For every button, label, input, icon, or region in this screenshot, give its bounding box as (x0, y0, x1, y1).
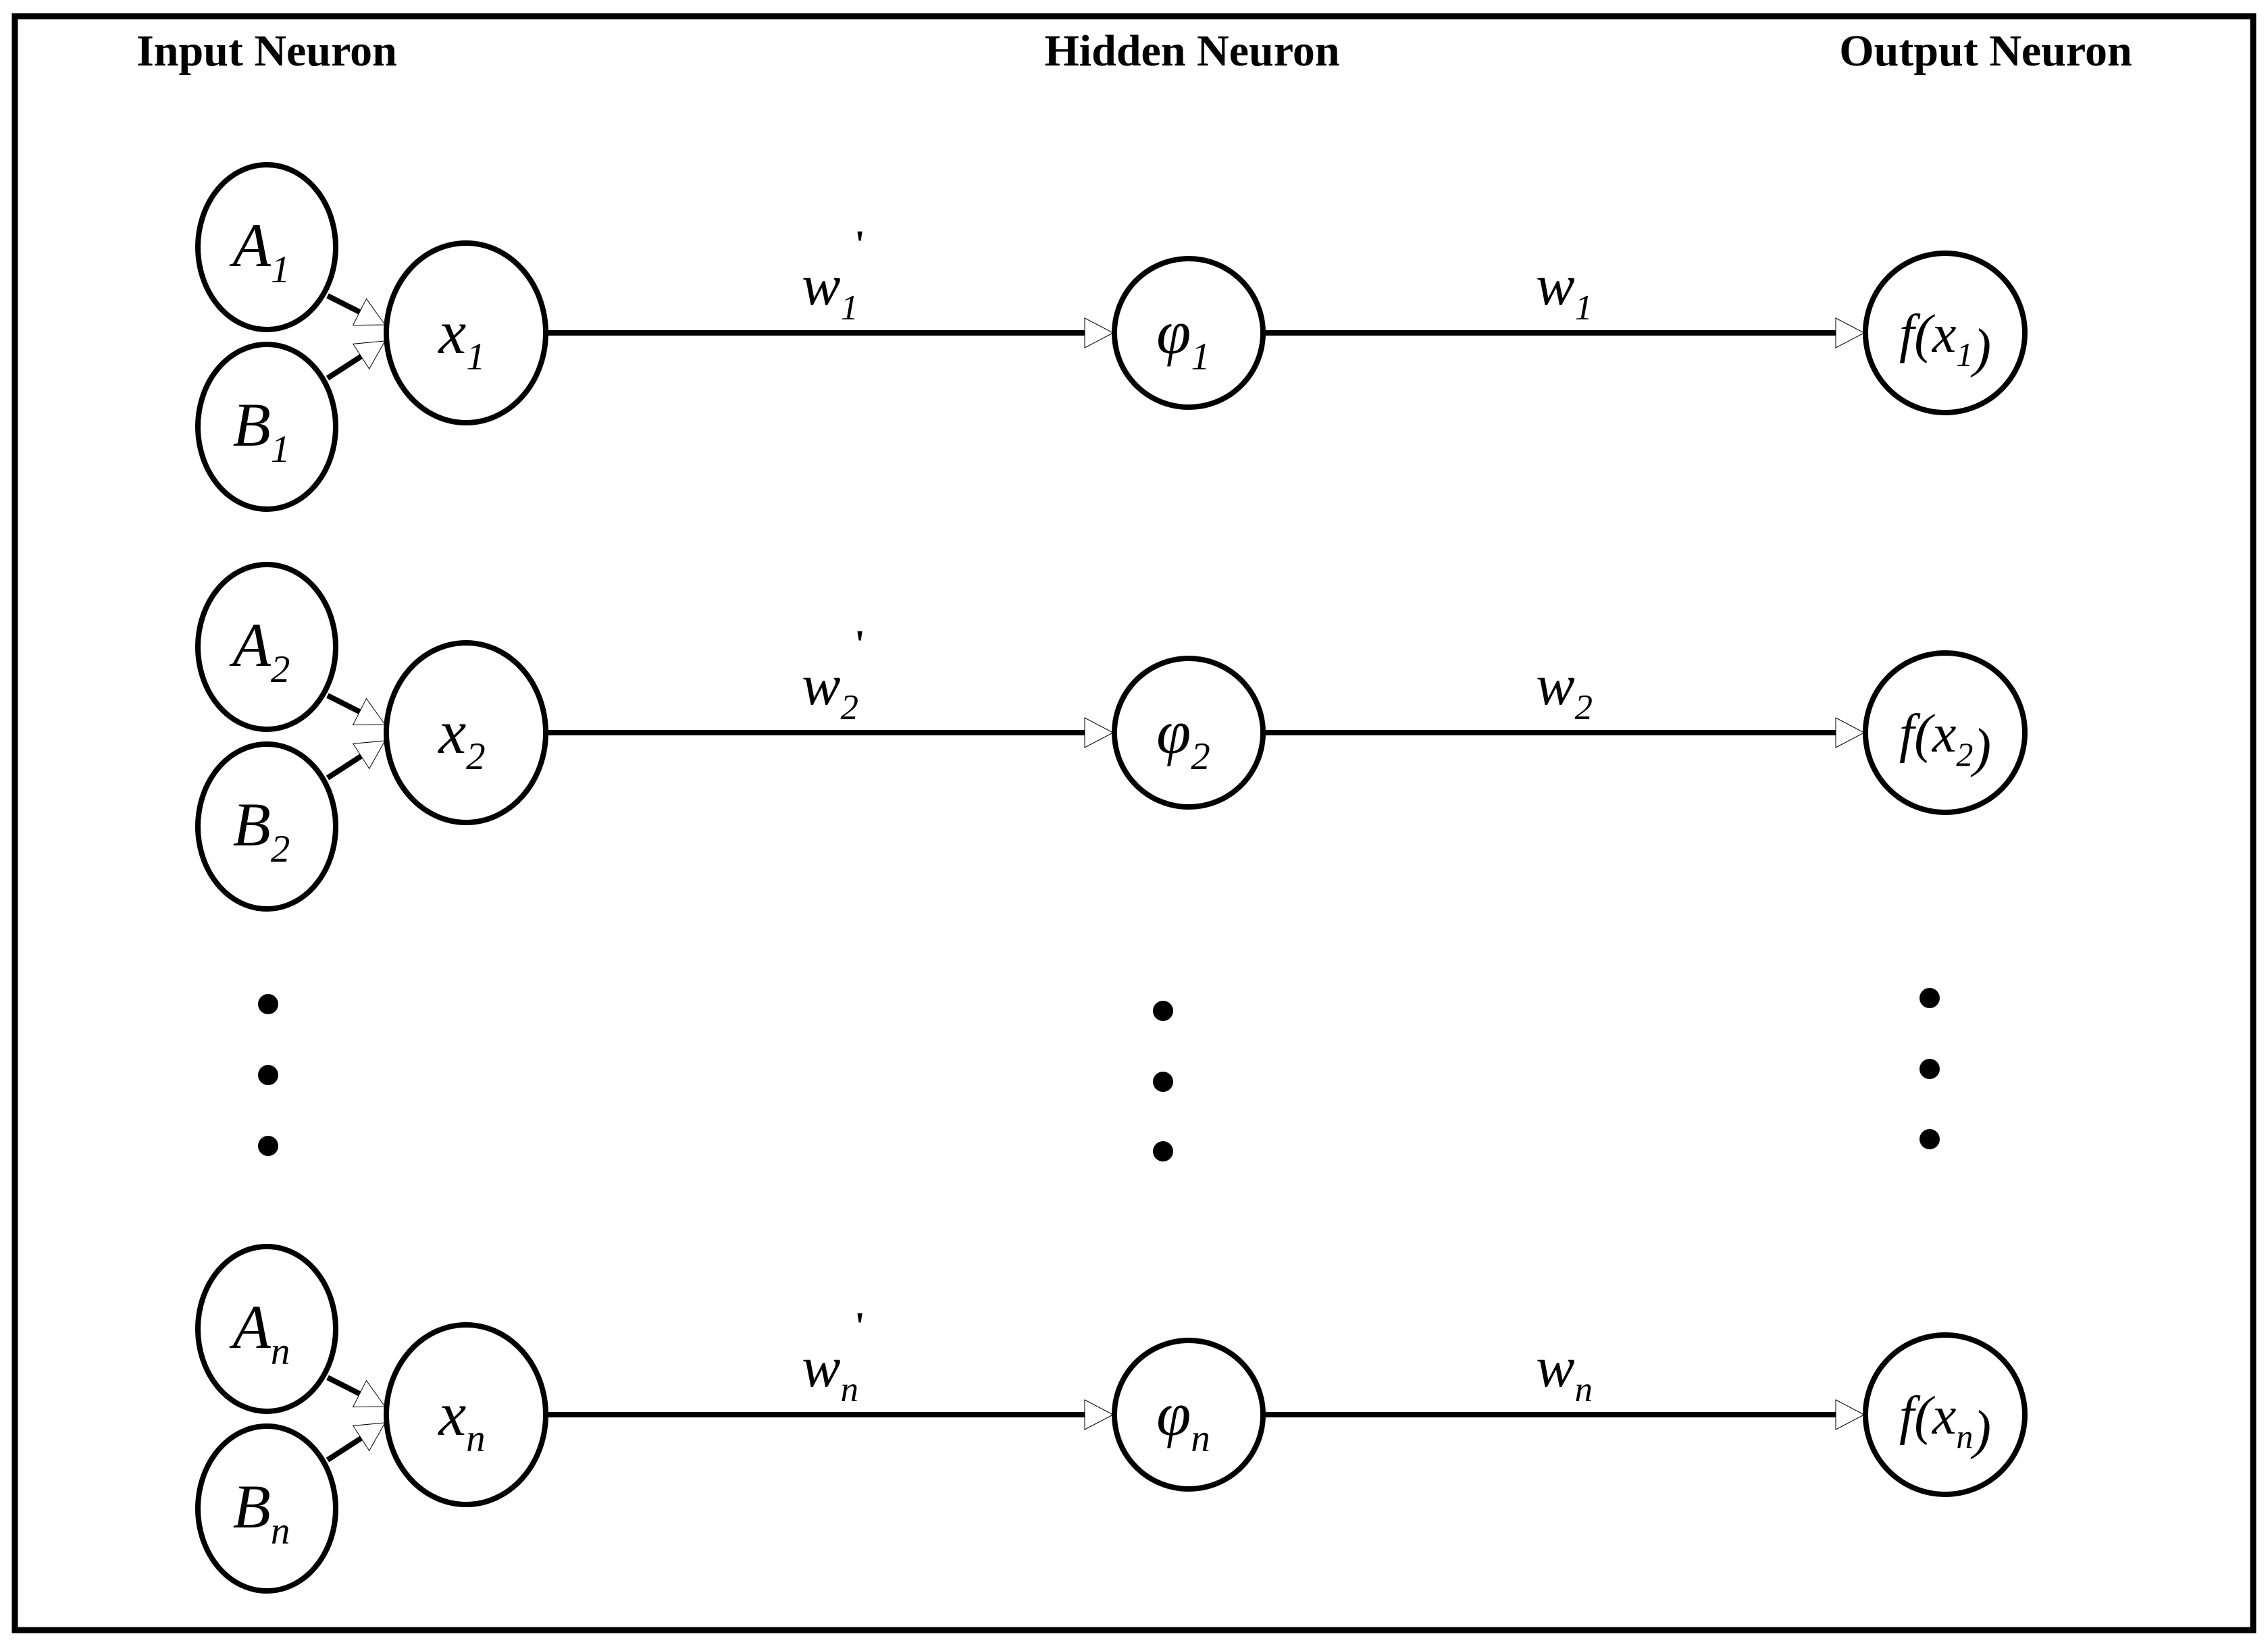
edge-a-to-x-row-1-line (326, 293, 361, 315)
edge-phi-to-f-row-n-arrowhead (1835, 1399, 1865, 1430)
hidden-ellipsis (1153, 1001, 1173, 1161)
hidden-node-label-row-1: φ1 (1156, 298, 1210, 378)
hidden-ellipsis-dot-1 (1153, 1001, 1173, 1021)
hidden-ellipsis-dot-3 (1153, 1141, 1173, 1161)
input-ellipsis (258, 994, 278, 1156)
output-ellipsis-dot-1 (1919, 988, 1940, 1008)
outer-frame-layer (11, 13, 2257, 1633)
input-node-a-label-row-1: A1 (229, 211, 290, 291)
input-sum-node-label-row-1: x1 (437, 298, 485, 378)
edge-b-to-x-row-1-line (326, 354, 363, 381)
column-headers-layer: Input Neuron Hidden Neuron Output Neuron (136, 26, 2132, 76)
outer-border (11, 13, 2257, 1633)
input-node-b-row-n[interactable] (195, 1423, 338, 1594)
input-node-b-row-1[interactable] (195, 342, 338, 512)
edge-b-to-x-row-2-line (326, 754, 363, 781)
output-node-label-row-1: f(x1) (1899, 305, 1991, 378)
input-node-a-row-2[interactable] (195, 562, 338, 732)
weight-input-prime-row-2: ' (854, 622, 865, 666)
input-node-b-label-row-2: B2 (233, 790, 290, 870)
input-sum-node-label-row-2: x2 (437, 698, 485, 778)
vertical-ellipsis-layer (258, 988, 1940, 1161)
edge-b-to-x-row-2-arrowhead (352, 740, 386, 770)
weight-output-label-row-1: w1 (1536, 253, 1593, 328)
edge-a-to-x-row-n-line (326, 1375, 361, 1396)
weight-output-label-row-2: w2 (1536, 652, 1593, 727)
column-header-input: Input Neuron (136, 26, 397, 76)
output-ellipsis-dot-2 (1919, 1059, 1940, 1079)
output-node-row-n[interactable] (1863, 1332, 2028, 1497)
edge-phi-to-f-row-1-arrowhead (1835, 317, 1865, 348)
edge-a-to-x-row-2-line (326, 693, 361, 714)
input-sum-node-label-row-n: xn (437, 1380, 485, 1460)
weight-input-prime-row-n: ' (854, 1304, 865, 1348)
column-header-output: Output Neuron (1839, 26, 2132, 76)
edge-x-to-phi-row-1-arrowhead (1084, 317, 1114, 348)
weight-input-label-row-n: wn (802, 1334, 858, 1409)
edge-phi-to-f-row-2-arrowhead (1835, 717, 1865, 748)
weight-input-label-row-2: w2 (802, 652, 858, 727)
input-node-b-label-row-1: B1 (233, 390, 290, 471)
input-node-a-row-1[interactable] (195, 162, 338, 332)
edge-b-to-x-row-n-arrowhead (352, 1422, 386, 1452)
edge-x-to-phi-row-n-arrowhead (1084, 1399, 1114, 1430)
output-node-label-row-n: f(xn) (1899, 1386, 1991, 1460)
hidden-node-label-row-n: φn (1156, 1380, 1210, 1460)
input-ellipsis-dot-2 (258, 1065, 278, 1085)
edge-b-to-x-row-n-line (326, 1436, 363, 1463)
weight-input-prime-row-1: ' (854, 222, 865, 266)
output-node-row-2[interactable] (1863, 650, 2028, 815)
input-ellipsis-dot-1 (258, 994, 278, 1014)
input-ellipsis-dot-3 (258, 1136, 278, 1156)
input-node-b-label-row-n: Bn (233, 1472, 290, 1552)
input-node-a-label-row-n: An (229, 1292, 290, 1373)
output-ellipsis-dot-3 (1919, 1129, 1940, 1149)
weight-output-label-row-n: wn (1536, 1334, 1593, 1409)
output-node-row-1[interactable] (1863, 251, 2028, 415)
edge-a-to-x-row-n-arrowhead (352, 1380, 386, 1408)
input-node-b-row-2[interactable] (195, 741, 338, 912)
input-node-a-row-n[interactable] (195, 1244, 338, 1414)
edge-x-to-phi-row-2-arrowhead (1084, 717, 1114, 748)
weight-input-label-row-1: w1 (802, 253, 858, 328)
hidden-node-label-row-2: φ2 (1156, 698, 1210, 778)
edge-a-to-x-row-2-arrowhead (352, 698, 386, 726)
edge-a-to-x-row-1-arrowhead (352, 298, 386, 326)
input-node-a-label-row-2: A2 (229, 610, 290, 691)
hidden-ellipsis-dot-2 (1153, 1072, 1173, 1092)
output-ellipsis (1919, 988, 1940, 1149)
column-header-hidden: Hidden Neuron (1044, 26, 1339, 76)
output-node-label-row-2: f(x2) (1899, 704, 1991, 778)
edge-b-to-x-row-1-arrowhead (352, 340, 386, 370)
